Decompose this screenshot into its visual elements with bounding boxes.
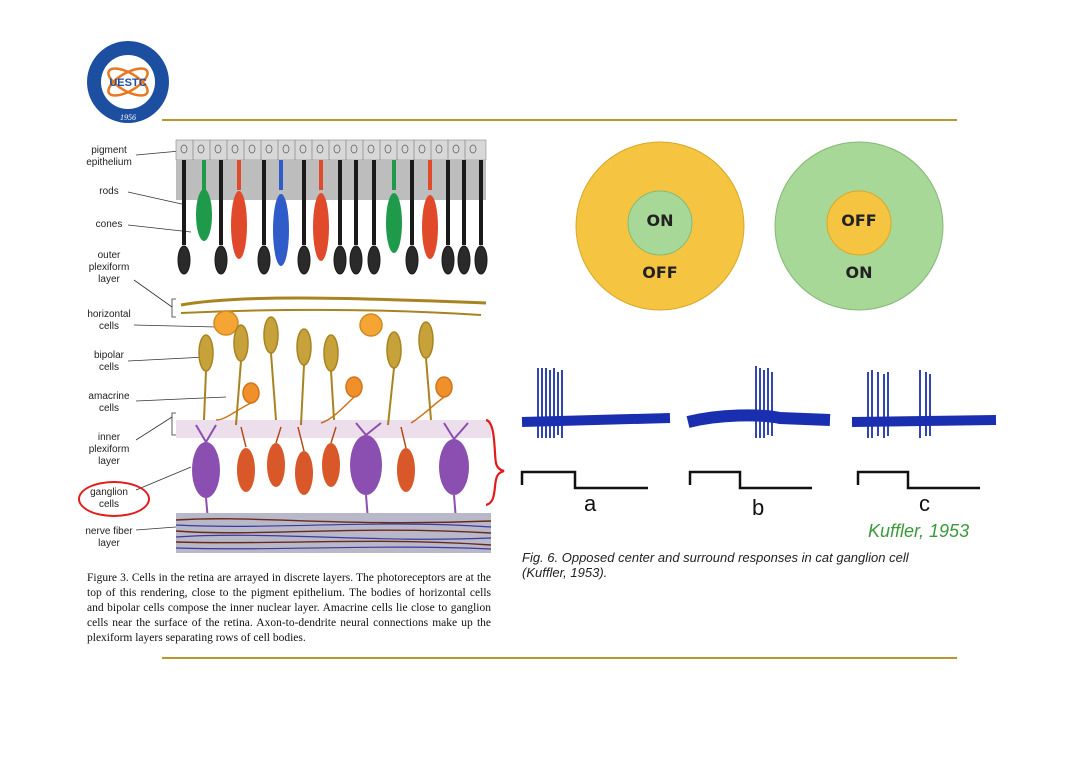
rf1-surround-label: OFF	[642, 263, 678, 282]
rf1-center-label: ON	[646, 211, 674, 230]
amacrine-cells	[215, 376, 453, 424]
logo-year: 1956	[120, 113, 136, 122]
nerve-fiber-layer	[175, 513, 492, 553]
stimulus-label-b: b	[752, 495, 765, 520]
figure-6-caption: Fig. 6. Opposed center and surround resp…	[522, 550, 909, 580]
receptive-field-off-center: OFF ON	[771, 141, 947, 311]
rf2-surround-label: ON	[845, 263, 873, 282]
cones	[196, 160, 438, 266]
label-horizontal-cells: horizontal cells	[87, 309, 131, 332]
label-cones: cones	[95, 219, 123, 230]
logo-text: UESTC	[109, 77, 146, 89]
label-inner-plexiform: inner plexiform layer	[88, 432, 130, 467]
rf2-center-label: OFF	[841, 211, 877, 230]
figure-3-caption: Figure 3. Cells in the retina are arraye…	[87, 572, 491, 644]
trace-a	[520, 368, 671, 490]
ganglion-highlight-circle	[78, 481, 150, 517]
top-rule	[162, 119, 957, 121]
stimulus-label-c: c	[919, 491, 930, 516]
response-traces	[520, 366, 997, 490]
receptive-field-on-center: ON OFF	[572, 141, 748, 311]
rods	[177, 160, 488, 275]
ganglion-bracket	[485, 418, 505, 507]
pigment-epithelium	[175, 139, 487, 200]
label-amacrine-cells: amacrine cells	[88, 391, 130, 414]
stimulus-label-a: a	[584, 491, 597, 516]
label-pigment-epithelium: pigment epithelium	[86, 145, 132, 168]
label-nerve-fiber: nerve fiber layer	[85, 526, 133, 549]
uestc-logo: UESTC 1956	[82, 40, 174, 124]
label-bipolar-cells: bipolar cells	[93, 350, 125, 373]
trace-b	[686, 366, 831, 490]
trace-c	[851, 370, 997, 490]
label-outer-plexiform: outer plexiform layer	[88, 250, 130, 285]
label-rods: rods	[99, 186, 119, 197]
bottom-rule	[162, 657, 957, 659]
ganglion-cells	[192, 422, 469, 521]
horizontal-bipolar-cells	[180, 296, 487, 426]
leader-lines	[127, 150, 227, 531]
retina-illustration	[127, 139, 505, 553]
kuffler-credit: Kuffler, 1953	[868, 521, 970, 541]
